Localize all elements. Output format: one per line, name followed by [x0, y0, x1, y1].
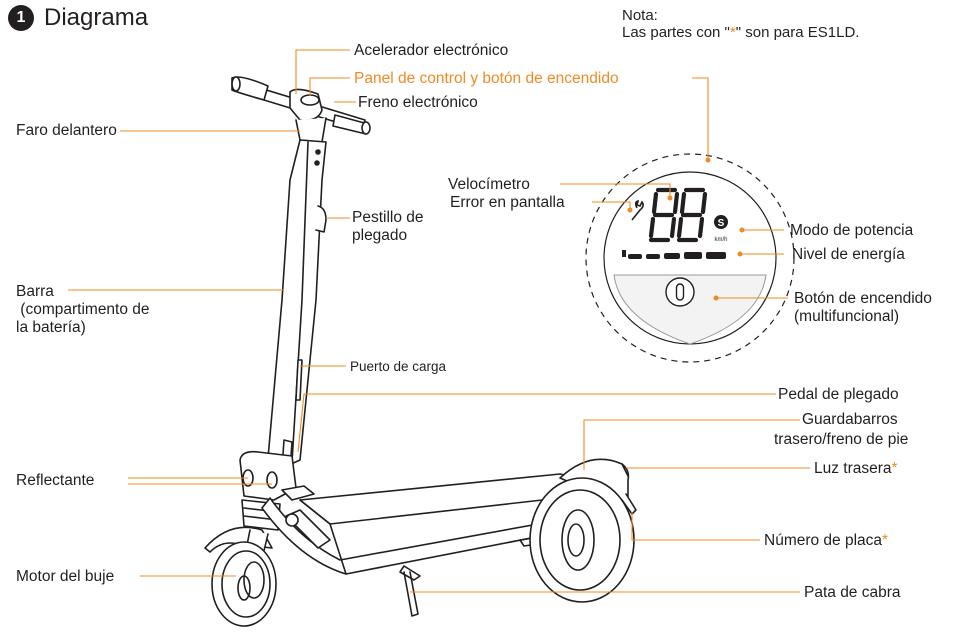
- battery-level-bar: [622, 250, 726, 259]
- label-kickstand: Pata de cabra: [804, 584, 901, 601]
- leader-lines: [68, 49, 810, 593]
- note-text: Las partes con "*" son para ES1LD.: [622, 24, 860, 41]
- control-panel-display: S km/h: [585, 153, 795, 363]
- label-charging-port: Puerto de carga: [350, 359, 447, 374]
- page-title: Diagrama: [44, 4, 149, 31]
- power-button-area: [613, 274, 767, 345]
- note-heading: Nota:: [622, 7, 658, 24]
- label-rear-fender-line2: trasero/freno de pie: [774, 431, 909, 448]
- label-rear-fender: Guardabarros: [802, 411, 898, 428]
- wrench-icon: [631, 199, 644, 221]
- section-title: 1 Diagrama: [8, 4, 148, 32]
- svg-text:S: S: [718, 218, 725, 229]
- label-power-mode: Modo de potencia: [790, 222, 914, 239]
- power-button-icon: [665, 277, 695, 307]
- note: Nota: Las partes con "*" son para ES1LD.: [622, 7, 859, 41]
- label-hub-motor: Motor del buje: [16, 568, 115, 585]
- label-reflector: Reflectante: [16, 472, 95, 489]
- label-headlight: Faro delantero: [16, 122, 117, 139]
- mode-s-icon: [714, 215, 728, 229]
- label-brake: Freno electrónico: [358, 94, 478, 111]
- label-error-display: Error en pantalla: [450, 194, 565, 211]
- label-folding-pedal: Pedal de plegado: [778, 386, 899, 403]
- label-accelerator: Acelerador electrónico: [354, 42, 509, 59]
- svg-text:km/h: km/h: [714, 237, 727, 243]
- section-number: 1: [8, 5, 34, 31]
- label-power-button: Botón de encendido(multifuncional): [794, 290, 932, 325]
- scooter-illustration: [204, 76, 637, 627]
- label-battery-level: Nivel de energía: [792, 246, 905, 263]
- zoom-circle: [585, 153, 795, 363]
- label-license-plate: Número de placa*: [764, 532, 889, 549]
- label-speedometer: Velocímetro: [448, 176, 530, 193]
- speed-digits: [648, 187, 708, 243]
- label-control-panel: Panel de control y botón de encendido: [354, 70, 619, 87]
- label-tail-light: Luz trasera*: [814, 460, 898, 477]
